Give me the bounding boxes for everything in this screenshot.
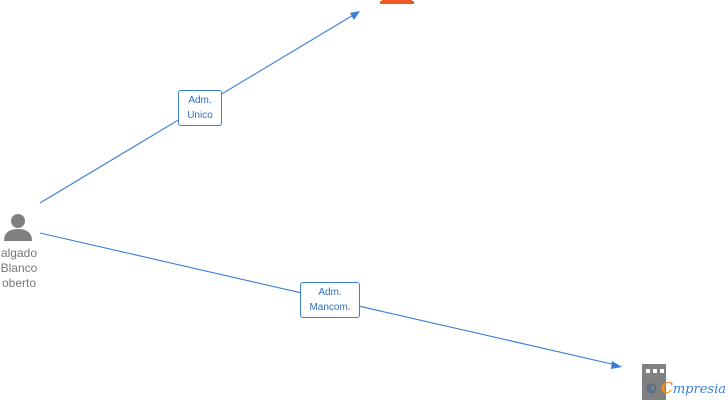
- edge-arrowhead-adm-mancom: [611, 361, 622, 369]
- copyright-icon: ©: [644, 382, 658, 397]
- empresia-watermark: ©Cmpresia: [645, 379, 726, 397]
- edge-label-line: Adm.: [188, 95, 212, 106]
- edge-label-line: Mancom.: [309, 302, 351, 313]
- edge-arrowhead-adm-unico: [350, 11, 360, 20]
- edge-label-line: Adm.: [318, 287, 342, 298]
- person-name-line: oberto: [1, 276, 37, 290]
- edge-label-line: Unico: [187, 110, 213, 121]
- edge-label-adm-unico[interactable]: Adm. Unico: [178, 90, 222, 126]
- brand-name: mpresia: [672, 382, 726, 397]
- company-bottom-icon[interactable]: [642, 364, 666, 400]
- edge-label-adm-mancom[interactable]: Adm. Mancom.: [300, 282, 360, 318]
- person-name-label[interactable]: algado Blanco oberto: [0, 246, 48, 291]
- person-name-line: algado: [0, 246, 38, 260]
- brand-initial: C: [660, 379, 673, 397]
- company-top-icon[interactable]: [380, 0, 414, 4]
- person-icon[interactable]: [4, 214, 32, 241]
- person-name-line: Blanco: [0, 261, 38, 275]
